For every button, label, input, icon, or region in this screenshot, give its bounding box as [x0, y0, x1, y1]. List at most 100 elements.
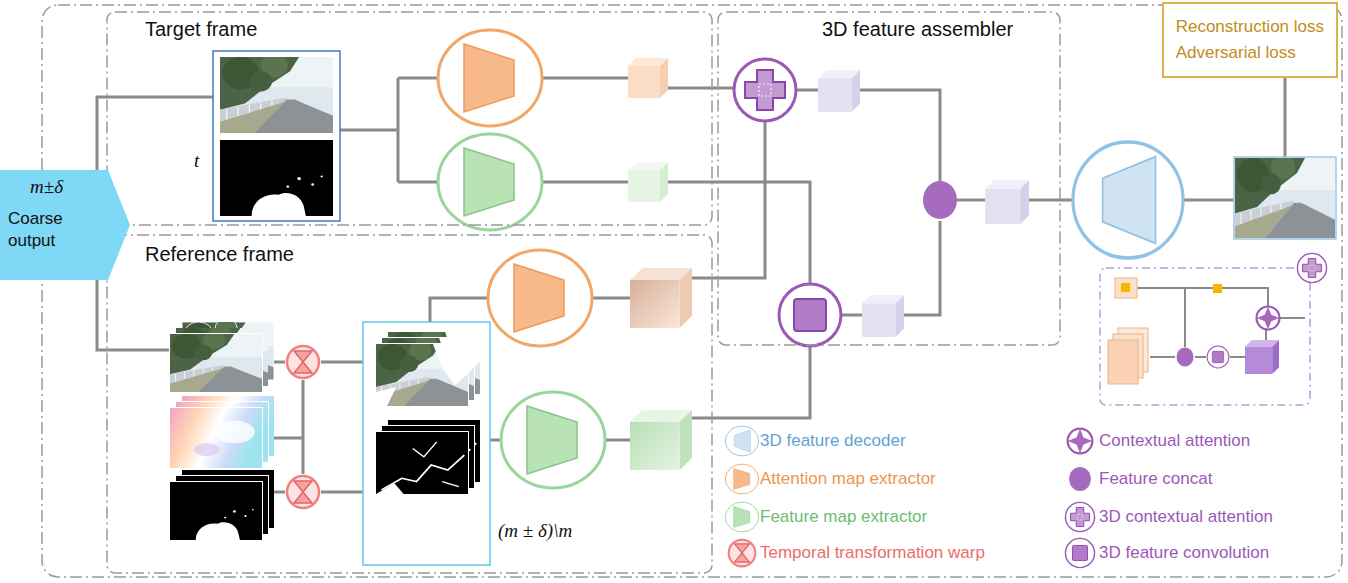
target-frame-images	[213, 51, 340, 221]
art-use	[1297, 253, 1326, 282]
target-encoders	[438, 30, 668, 230]
reference-encoders	[488, 250, 692, 488]
loss-text: Adversarial loss	[1176, 40, 1324, 66]
region-outline	[718, 12, 1060, 345]
art-path	[340, 78, 438, 182]
reference-frame-region: Reference frame	[107, 235, 712, 573]
art-use	[729, 540, 756, 567]
art-use	[1065, 538, 1094, 567]
art-use	[170, 408, 262, 468]
art-use	[725, 502, 758, 532]
feature-assembler-region: 3D feature assembler	[718, 12, 1060, 345]
region-border	[718, 12, 1060, 345]
art-use	[1073, 142, 1183, 258]
art-use	[287, 346, 319, 378]
legend-label: Temporal transformation warp	[760, 542, 985, 564]
art-use	[725, 464, 758, 494]
art-use	[862, 295, 904, 337]
art-use	[1068, 429, 1093, 454]
connector-line	[97, 97, 107, 170]
outer-frame	[42, 5, 1342, 577]
legend-label: Contextual attention	[1099, 430, 1250, 452]
art-use	[1235, 154, 1335, 238]
art-use	[1065, 502, 1094, 531]
region-heading: 3D feature assembler	[822, 17, 1013, 41]
art-use	[818, 70, 860, 112]
legend-icons	[725, 426, 1094, 567]
region-outline	[107, 235, 712, 573]
art-rect	[375, 431, 469, 495]
region-heading: Target frame	[145, 17, 257, 41]
legend-label: 3D contextual attention	[1099, 506, 1273, 528]
art-use	[1256, 306, 1279, 329]
assembler-blocks	[734, 59, 1029, 346]
arrow-body	[0, 170, 130, 280]
art-path	[692, 347, 810, 418]
art-use	[438, 134, 542, 230]
art-rect	[169, 407, 263, 469]
art-use	[628, 162, 668, 202]
wires	[107, 78, 1285, 492]
loss-text: Reconstruction loss	[1176, 14, 1324, 40]
art-path	[262, 362, 363, 492]
art-use	[985, 180, 1029, 224]
legend-label: Attention map extractor	[760, 468, 936, 490]
art-use	[501, 392, 605, 488]
art-use	[1177, 348, 1194, 367]
art-rect	[1115, 278, 1137, 298]
art-use	[220, 53, 333, 133]
target-frame-region: Target frame	[107, 12, 712, 225]
region-heading: Reference frame	[145, 242, 294, 266]
time-index-label: t	[194, 150, 199, 172]
art-rect	[1108, 340, 1138, 384]
art-use	[438, 30, 542, 126]
art-use	[923, 181, 957, 219]
art-rect	[1100, 268, 1310, 405]
legend-label: 3D feature decoder	[760, 430, 906, 452]
legend-label: 3D feature convolution	[1099, 542, 1269, 564]
reference-frame-images	[169, 319, 490, 565]
art-use	[1207, 346, 1229, 368]
art-use	[725, 426, 758, 456]
art-path	[1284, 78, 1287, 158]
arrow-label: Coarse output	[8, 208, 92, 252]
legend-label: Feature map extractor	[760, 506, 927, 528]
coarse-output-arrow: m±δCoarse output	[0, 170, 130, 280]
region-outline	[107, 12, 712, 225]
decoder-output	[1073, 142, 1336, 258]
art-use	[630, 268, 692, 328]
art-path	[542, 78, 628, 182]
art-use	[1245, 340, 1279, 374]
art-use	[734, 59, 796, 121]
art-use	[1069, 467, 1091, 491]
loss-box: Reconstruction lossAdversarial loss	[1162, 2, 1338, 78]
art-use	[376, 341, 468, 406]
region-border	[107, 235, 712, 573]
art-path	[107, 96, 213, 99]
mask-difference-label: (m ± δ)\m	[498, 520, 572, 542]
inset-detail	[1100, 253, 1327, 405]
art-path	[107, 349, 170, 352]
art-path	[692, 122, 765, 278]
art-rect	[363, 322, 490, 565]
art-use	[170, 331, 262, 392]
art-rect	[169, 481, 263, 541]
art-use	[220, 140, 333, 216]
art-use	[779, 284, 841, 346]
art-path	[668, 87, 733, 90]
art-rect	[213, 51, 340, 221]
connector-line	[97, 280, 107, 350]
art-rect	[1121, 283, 1130, 292]
art-use	[488, 250, 592, 346]
math-symbol: m±δ	[30, 176, 63, 198]
art-use	[287, 476, 319, 508]
art-rect	[1213, 284, 1222, 293]
art-use	[630, 410, 692, 470]
region-border	[107, 12, 712, 225]
art-use	[376, 432, 468, 494]
art-use	[170, 482, 262, 540]
art-use	[628, 58, 668, 98]
legend-label: Feature concat	[1099, 468, 1212, 490]
